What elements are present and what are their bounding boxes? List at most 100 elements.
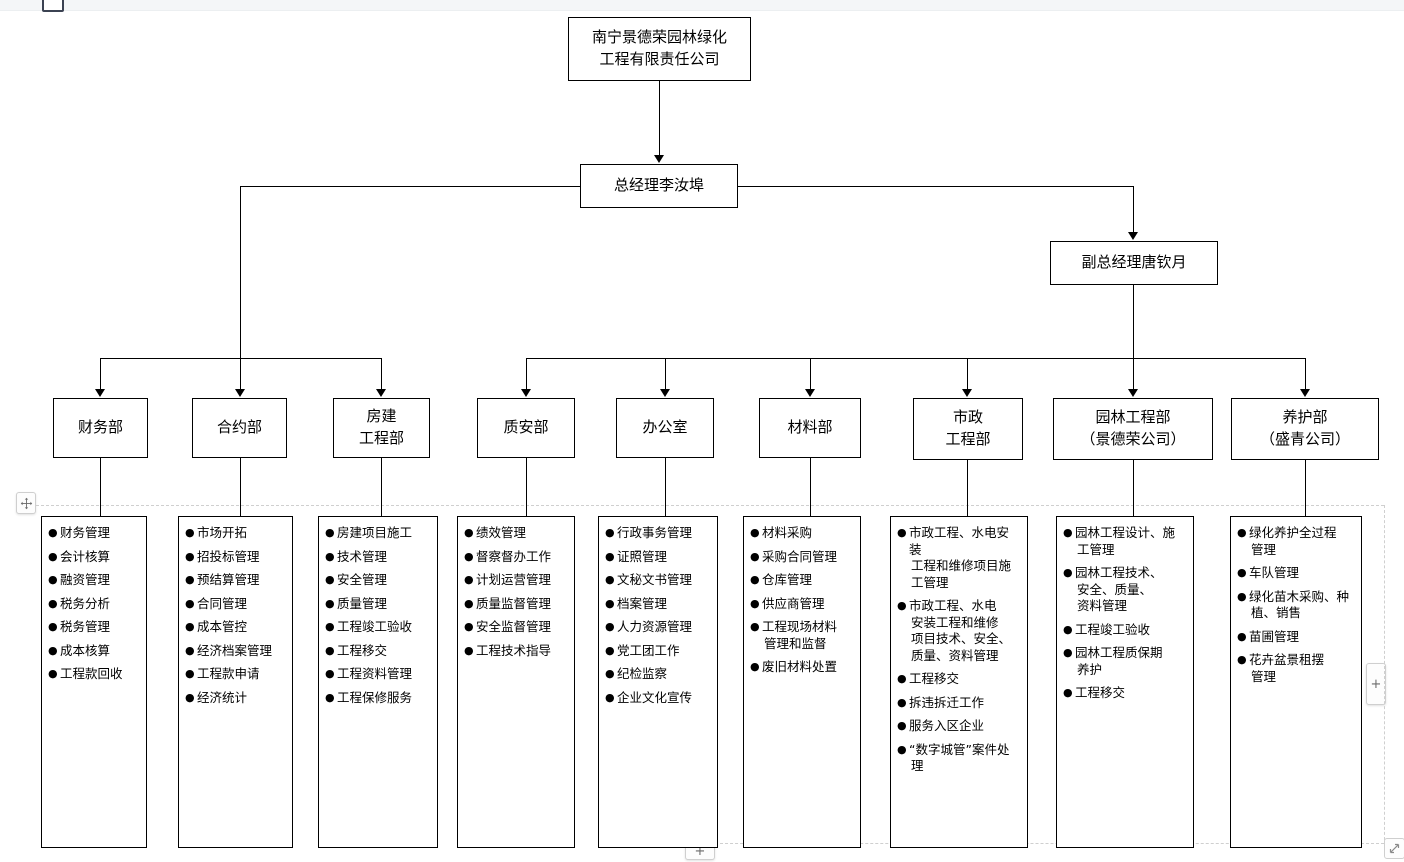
bullet-icon: ● bbox=[750, 660, 760, 673]
bullet-icon: ● bbox=[897, 742, 907, 756]
dept-title-line1: 办公室 bbox=[642, 418, 688, 437]
list-item: ●安全监督管理 bbox=[464, 619, 552, 634]
detail-list: ●绩效管理 ●督察督办工作 ●计划运营管理 ●质量监督管理 ●安全监督管理 ●工… bbox=[464, 525, 568, 659]
arrow-to-municipal bbox=[962, 389, 972, 397]
list-item: ●仓库管理 bbox=[750, 572, 813, 587]
panel-quality-safety[interactable]: ●绩效管理 ●督察督办工作 ●计划运营管理 ●质量监督管理 ●安全监督管理 ●工… bbox=[457, 516, 575, 848]
list-item: ●绿化养护全过程管理 bbox=[1237, 525, 1337, 557]
bullet-icon: ● bbox=[464, 573, 474, 586]
company-name-line1: 南宁景德荣园林绿化 bbox=[591, 28, 727, 47]
list-item: ●工程款回收 bbox=[48, 666, 123, 681]
panel-materials[interactable]: ●材料采购 ●采购合同管理 ●仓库管理 ●供应商管理 ●工程现场材料管理和监督 … bbox=[743, 516, 861, 848]
arrow-to-maintenance bbox=[1300, 389, 1310, 397]
node-general-manager[interactable]: 总经理李汝埠 bbox=[580, 164, 738, 208]
dept-title-line1: 质安部 bbox=[503, 418, 549, 437]
bullet-icon: ● bbox=[48, 667, 58, 680]
arrow-company-to-gm bbox=[654, 155, 664, 163]
bullet-icon: ● bbox=[325, 690, 335, 704]
node-dept-finance[interactable]: 财务部 bbox=[53, 398, 148, 458]
node-dept-contract[interactable]: 合约部 bbox=[192, 398, 287, 458]
list-item: ●房建项目施工 bbox=[325, 525, 413, 540]
resize-corner-handle[interactable] bbox=[1384, 838, 1404, 859]
list-item: ●“数字城管”案件处理 bbox=[897, 741, 1010, 774]
bullet-icon: ● bbox=[464, 643, 474, 657]
list-item: ●经济档案管理 bbox=[185, 642, 273, 658]
list-item: ●质量监督管理 bbox=[464, 595, 552, 611]
bullet-icon: ● bbox=[325, 667, 335, 680]
bullet-icon: ● bbox=[48, 596, 58, 610]
list-item: ●档案管理 bbox=[605, 595, 668, 611]
node-company[interactable]: 南宁景德荣园林绿化 工程有限责任公司 bbox=[568, 17, 751, 81]
bullet-icon: ● bbox=[48, 549, 58, 563]
list-item: ●党工团工作 bbox=[605, 642, 680, 658]
bullet-icon: ● bbox=[325, 526, 335, 539]
node-dept-municipal[interactable]: 市政 工程部 bbox=[913, 398, 1023, 460]
list-item: ●工程现场材料管理和监督 bbox=[750, 619, 838, 651]
dept-title-line1: 养护部 bbox=[1282, 408, 1328, 427]
bullet-icon: ● bbox=[48, 526, 58, 539]
node-dept-housing[interactable]: 房建 工程部 bbox=[333, 398, 430, 458]
move-icon[interactable] bbox=[16, 492, 36, 514]
panel-finance[interactable]: ●财务管理 ●会计核算 ●融资管理 ●税务分析 ●税务管理 ●成本核算 ●工程款… bbox=[41, 516, 147, 848]
dept-title-line2: 工程部 bbox=[945, 430, 991, 448]
bullet-icon: ● bbox=[1063, 526, 1073, 539]
bullet-icon: ● bbox=[464, 549, 474, 563]
bullet-icon: ● bbox=[185, 526, 195, 539]
detail-list: ●行政事务管理 ●证照管理 ●文秘文书管理 ●档案管理 ●人力资源管理 ●党工团… bbox=[605, 525, 711, 706]
bullet-icon: ● bbox=[1237, 566, 1247, 579]
bullet-icon: ● bbox=[750, 526, 760, 539]
list-item: ●市场开拓 bbox=[185, 525, 248, 540]
dept-title-line1: 园林工程部 bbox=[1095, 408, 1171, 427]
list-item: ●服务入区企业 bbox=[897, 718, 985, 733]
list-item: ●绩效管理 bbox=[464, 525, 527, 540]
list-item: ●合同管理 bbox=[185, 595, 248, 611]
list-item: ●工程移交 bbox=[897, 671, 960, 686]
detail-list: ●绿化养护全过程管理 ●车队管理 ●绿化苗木采购、种植、销售 ●苗圃管理 ●花卉… bbox=[1237, 525, 1355, 685]
list-item: ●税务分析 bbox=[48, 595, 111, 611]
node-dept-maintenance[interactable]: 养护部 （盛青公司） bbox=[1231, 398, 1379, 460]
list-item: ●人力资源管理 bbox=[605, 619, 693, 634]
list-item: ●工程移交 bbox=[325, 642, 388, 658]
panel-office[interactable]: ●行政事务管理 ●证照管理 ●文秘文书管理 ●档案管理 ●人力资源管理 ●党工团… bbox=[598, 516, 718, 848]
list-item: ●市政工程、水电安装工程和维修项目施工管理 bbox=[897, 525, 1012, 590]
bullet-icon: ● bbox=[1237, 589, 1247, 603]
bullet-icon: ● bbox=[605, 596, 615, 610]
add-column-button[interactable]: + bbox=[1366, 663, 1386, 705]
list-item: ●财务管理 bbox=[48, 525, 111, 540]
list-item: ●证照管理 bbox=[605, 548, 668, 564]
node-dept-office[interactable]: 办公室 bbox=[616, 398, 714, 458]
arrow-to-housing bbox=[376, 389, 386, 397]
panel-maintenance[interactable]: ●绿化养护全过程管理 ●车队管理 ●绿化苗木采购、种植、销售 ●苗圃管理 ●花卉… bbox=[1230, 516, 1362, 848]
detail-list: ●园林工程设计、施工管理 ●园林工程技术、安全、质量、资料管理 ●工程竣工验收 … bbox=[1063, 525, 1187, 702]
detail-list: ●材料采购 ●采购合同管理 ●仓库管理 ●供应商管理 ●工程现场材料管理和监督 … bbox=[750, 525, 854, 676]
list-item: ●纪检监察 bbox=[605, 666, 668, 681]
arrow-to-finance bbox=[95, 389, 105, 397]
list-item: ●车队管理 bbox=[1237, 565, 1300, 580]
bullet-icon: ● bbox=[1237, 629, 1247, 643]
node-dept-quality-safety[interactable]: 质安部 bbox=[477, 398, 575, 458]
list-item: ●技术管理 bbox=[325, 548, 388, 564]
bullet-icon: ● bbox=[185, 596, 195, 610]
list-item: ●会计核算 bbox=[48, 548, 111, 564]
node-dept-materials[interactable]: 材料部 bbox=[759, 398, 861, 458]
node-vice-general-manager[interactable]: 副总经理唐钦月 bbox=[1050, 241, 1218, 285]
bullet-icon: ● bbox=[185, 667, 195, 680]
list-item: ●绿化苗木采购、种植、销售 bbox=[1237, 588, 1350, 621]
node-dept-landscape[interactable]: 园林工程部 （景德荣公司） bbox=[1053, 398, 1213, 460]
bullet-icon: ● bbox=[48, 643, 58, 657]
panel-housing[interactable]: ●房建项目施工 ●技术管理 ●安全管理 ●质量管理 ●工程竣工验收 ●工程移交 … bbox=[318, 516, 438, 848]
panel-landscape[interactable]: ●园林工程设计、施工管理 ●园林工程技术、安全、质量、资料管理 ●工程竣工验收 … bbox=[1056, 516, 1194, 848]
bullet-icon: ● bbox=[185, 620, 195, 633]
panel-contract[interactable]: ●市场开拓 ●招投标管理 ●预结算管理 ●合同管理 ●成本管控 ●经济档案管理 … bbox=[178, 516, 293, 848]
dept-title-line2: 工程部 bbox=[358, 429, 404, 447]
detail-list: ●房建项目施工 ●技术管理 ●安全管理 ●质量管理 ●工程竣工验收 ●工程移交 … bbox=[325, 525, 431, 706]
list-item: ●园林工程技术、安全、质量、资料管理 bbox=[1063, 565, 1163, 613]
bullet-icon: ● bbox=[1063, 622, 1073, 636]
bullet-icon: ● bbox=[750, 620, 760, 633]
list-item: ●采购合同管理 bbox=[750, 548, 838, 564]
panel-municipal[interactable]: ●市政工程、水电安装工程和维修项目施工管理 ●市政工程、水电安装工程和维修项目技… bbox=[890, 516, 1028, 848]
arrow-to-contract bbox=[235, 389, 245, 397]
page-tab-handle[interactable] bbox=[42, 0, 64, 12]
bullet-icon: ● bbox=[325, 643, 335, 657]
list-item: ●工程移交 bbox=[1063, 685, 1126, 700]
